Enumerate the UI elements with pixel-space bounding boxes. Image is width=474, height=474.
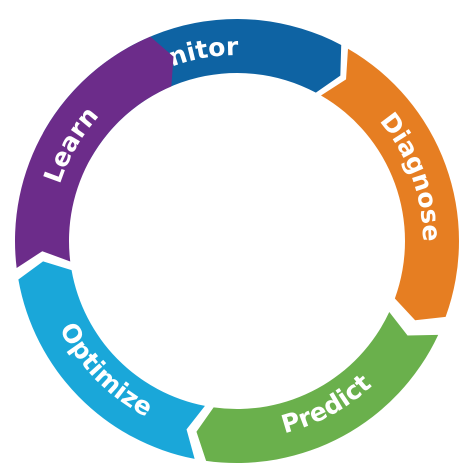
segment-diagnose-shape bbox=[321, 48, 459, 321]
segment-predict: Predict bbox=[196, 312, 439, 464]
segment-learn: Learn bbox=[14, 36, 174, 269]
segment-optimize: Optimize bbox=[18, 261, 205, 459]
segment-optimize-shape bbox=[18, 261, 205, 459]
segment-predict-shape bbox=[196, 312, 439, 464]
segment-learn-shape bbox=[14, 36, 174, 269]
segment-diagnose: Diagnose bbox=[321, 48, 459, 321]
